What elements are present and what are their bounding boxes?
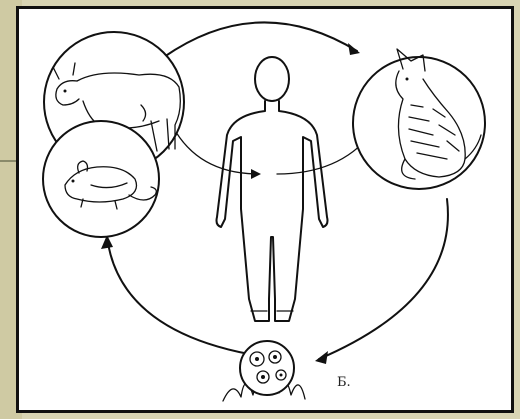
cat-host-circle <box>353 49 485 189</box>
arrowhead-to-cat <box>348 43 360 55</box>
arrowhead-inner <box>251 169 261 179</box>
artist-signature: Б. <box>337 375 351 390</box>
life-cycle-diagram <box>19 9 511 410</box>
rodent-host-circle <box>43 121 159 237</box>
cycle-arc-left <box>107 237 249 354</box>
arrowhead-to-soil <box>315 351 328 364</box>
cycle-arc-top <box>164 22 357 57</box>
soil-oocyst-circle <box>223 341 305 401</box>
human-host-figure <box>217 57 328 321</box>
cycle-arc-inner-left <box>169 119 259 174</box>
cycle-arc-right <box>319 199 448 359</box>
diagram-frame: Б. <box>16 6 514 413</box>
